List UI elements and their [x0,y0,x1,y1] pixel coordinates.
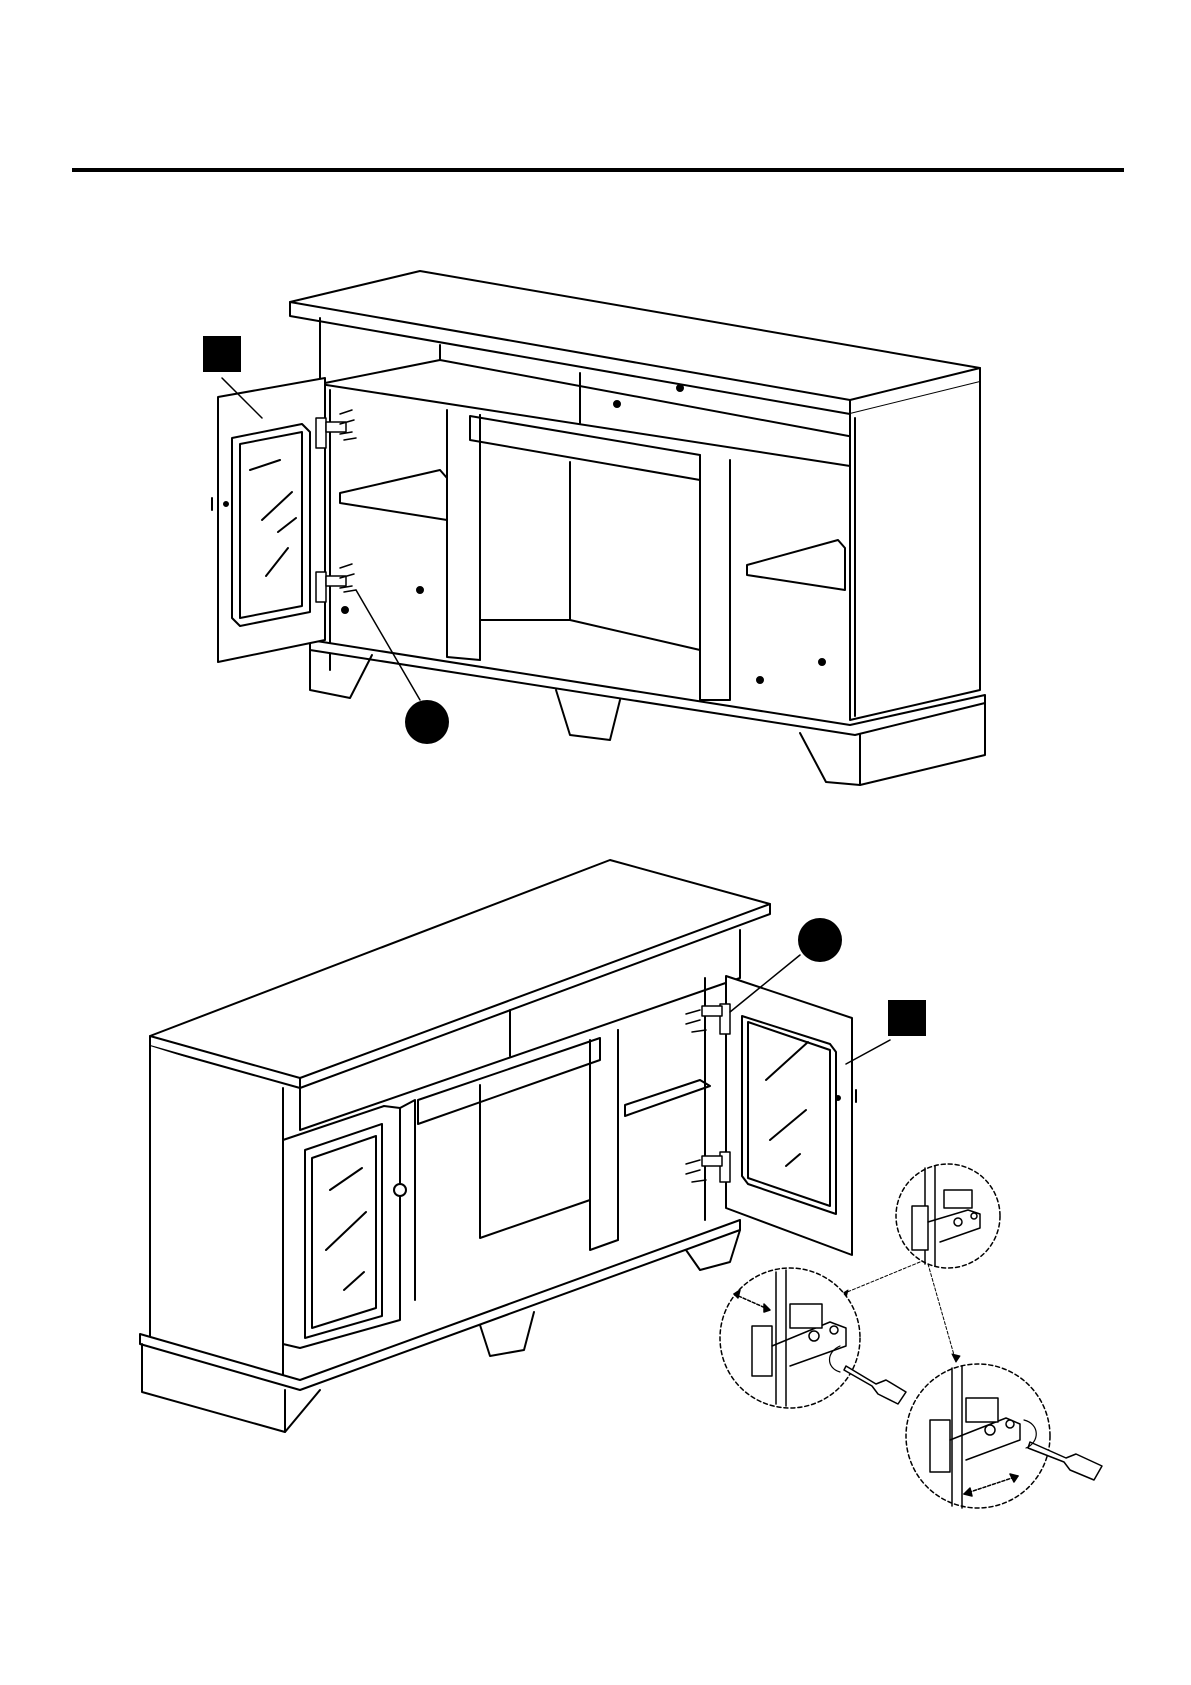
detail-circle-depth-adjust [720,1268,906,1408]
callout-square-bottom [888,1000,926,1036]
bottom-hinge-lower [686,1152,730,1182]
left-side-panel [150,1046,283,1378]
right-shelf-2 [625,1080,710,1116]
callout-circle-bottom [798,918,842,962]
top-panel-2 [150,860,770,1078]
detail-circle-side-adjust [906,1364,1102,1508]
bottom-hinge-upper [686,1004,730,1034]
detail-circle-hinge [896,1164,1000,1268]
